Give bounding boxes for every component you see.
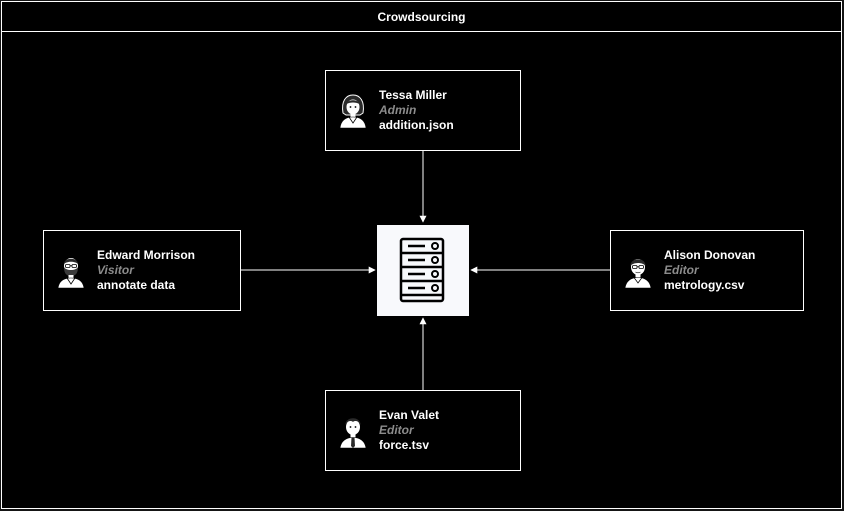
person-item: force.tsv <box>379 438 430 452</box>
node-evan-valet[interactable]: Evan Valet Editor force.tsv <box>325 390 521 471</box>
man-glasses-avatar-icon <box>624 258 652 288</box>
bearded-man-glasses-avatar-icon <box>57 257 85 288</box>
person-role: Admin <box>379 103 417 117</box>
person-role: Visitor <box>97 263 134 277</box>
diagram-title: Crowdsourcing <box>377 9 466 24</box>
person-name: Evan Valet <box>379 408 440 422</box>
server-icon <box>399 237 445 303</box>
node-edward-morrison[interactable]: Edward Morrison Visitor annotate data <box>43 230 241 311</box>
node-alison-donovan[interactable]: Alison Donovan Editor metrology.csv <box>610 230 804 311</box>
node-tessa-miller[interactable]: Tessa Miller Admin addition.json <box>325 70 521 151</box>
person-name: Tessa Miller <box>379 88 447 102</box>
person-name: Alison Donovan <box>664 248 756 262</box>
frame-header: Crowdsourcing <box>2 2 841 32</box>
person-role: Editor <box>379 423 414 437</box>
man-tie-avatar-icon <box>339 417 367 448</box>
woman-avatar-icon <box>339 93 367 128</box>
person-item: addition.json <box>379 118 454 132</box>
person-role: Editor <box>664 263 699 277</box>
server-node[interactable] <box>377 225 469 316</box>
person-item: annotate data <box>97 278 176 292</box>
person-name: Edward Morrison <box>97 248 196 262</box>
person-item: metrology.csv <box>664 278 745 292</box>
